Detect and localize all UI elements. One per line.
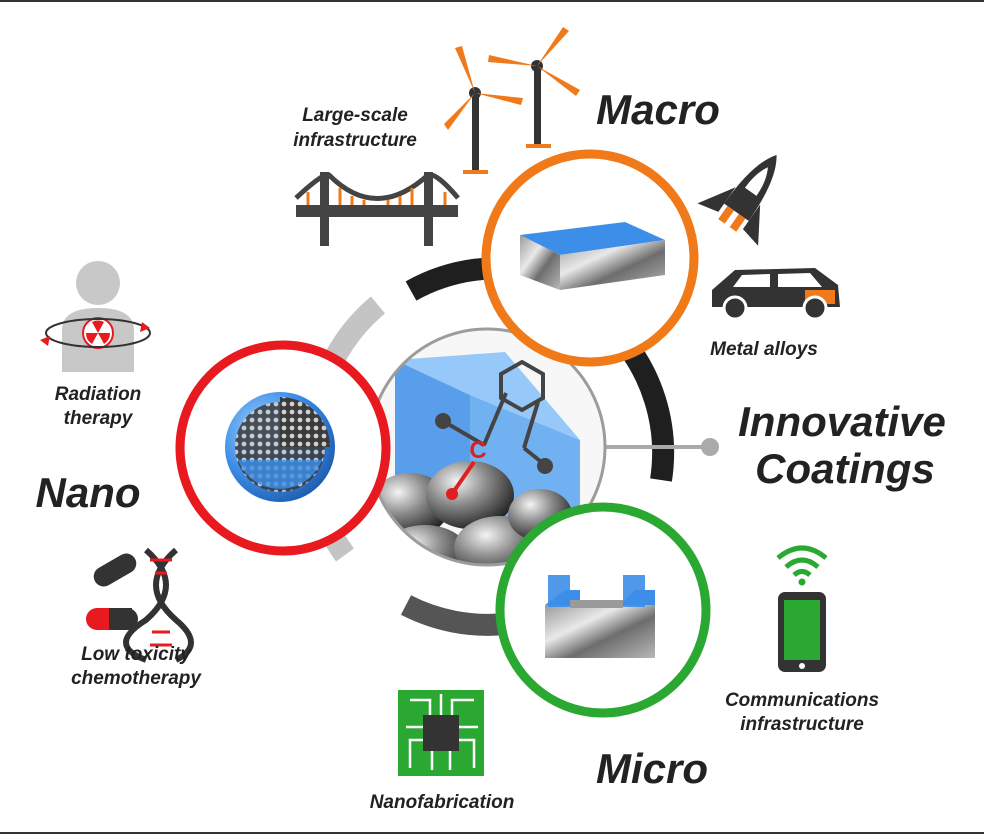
bridge-icon: [294, 172, 460, 246]
micro-scale-label: Micro: [596, 745, 708, 792]
microchip-icon: [398, 690, 484, 776]
pills-dna-icon: [86, 547, 194, 663]
metal-alloys-label: Metal alloys: [710, 339, 818, 360]
nano-scale-label: Nano: [36, 469, 141, 516]
micro-scale-circle: [495, 502, 711, 718]
car-icon: [712, 268, 840, 321]
macro-scale-label: Macro: [596, 86, 720, 133]
space-shuttle-icon: [697, 154, 777, 246]
radiation-patient-icon: [40, 261, 151, 372]
connector-dot: [701, 438, 719, 456]
wind-turbine-icon: [444, 27, 580, 174]
nano-scale-circle: [175, 340, 391, 556]
nanofabrication-label: Nanofabrication: [370, 792, 515, 813]
coatings-label: Coatings: [755, 445, 935, 492]
carbon-atom-label: C: [469, 437, 486, 464]
radiation-therapy-label-line1: Radiation: [55, 384, 142, 405]
large-scale-label-line1: Large-scale: [302, 105, 408, 126]
innovative-label: Innovative: [738, 398, 946, 445]
chemotherapy-label-line2: chemotherapy: [71, 668, 202, 689]
communications-label-line2: infrastructure: [740, 714, 864, 735]
radiation-therapy-label-line2: therapy: [64, 408, 134, 429]
communications-label-line1: Communications: [725, 690, 879, 711]
chemotherapy-label-line1: Low toxicity: [81, 644, 192, 665]
smartphone-wifi-icon: [776, 545, 828, 672]
large-scale-label-line2: infrastructure: [293, 130, 417, 151]
macro-scale-circle: [481, 149, 699, 367]
